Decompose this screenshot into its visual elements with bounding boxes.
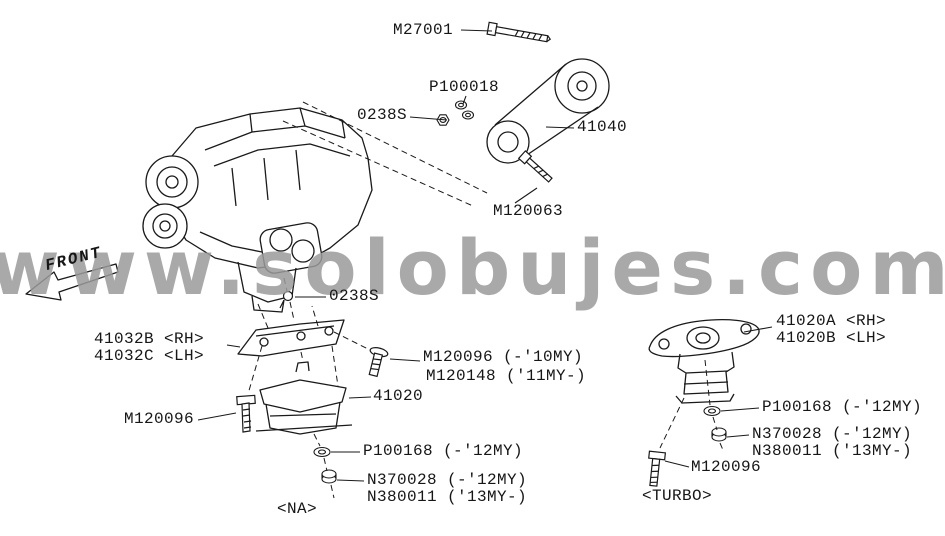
washer-p100168-na-drawing (313, 446, 331, 458)
nut-n370028-turbo-drawing (711, 427, 727, 442)
label-p100168-turbo: P100168 (-'12MY) (762, 398, 923, 416)
assembly-guide-lines (247, 101, 724, 499)
washer-p100018-drawing (454, 100, 475, 120)
label-p100168-na: P100168 (-'12MY) (363, 442, 524, 460)
bolt-m120096-na-drawing (236, 394, 256, 433)
mount-41020-drawing (255, 361, 353, 435)
label-n380011-na: N380011 ('13MY-) (367, 488, 528, 506)
label-n380011-turbo: N380011 ('13MY-) (752, 442, 913, 460)
label-41032c-lh: 41032C <LH> (94, 347, 205, 365)
label-m120063: M120063 (493, 202, 564, 220)
label-n370028-turbo: N370028 (-'12MY) (752, 425, 913, 443)
bracket-41032-drawing (237, 319, 345, 357)
label-41032b-rh: 41032B <RH> (94, 330, 205, 348)
label-41020a-rh: 41020A <RH> (776, 312, 887, 330)
bolt-m120063-drawing (517, 150, 553, 183)
label-41040: 41040 (577, 118, 628, 136)
bolt-m27001-drawing (486, 21, 552, 43)
mount-41020a-turbo-drawing (648, 319, 760, 404)
label-m27001: M27001 (393, 21, 454, 39)
leader-lines (197, 29, 773, 482)
label-0238s-upper: 0238S (357, 106, 408, 124)
stud-0238s-lower-drawing (279, 290, 294, 309)
torque-rod-41040-drawing (486, 58, 610, 164)
label-0238s-lower: 0238S (329, 287, 380, 305)
nut-n370028-na-drawing (321, 469, 337, 484)
label-41020b-lh: 41020B <LH> (776, 329, 887, 347)
engine-assembly (142, 107, 373, 313)
label-turbo-caption: <TURBO> (642, 487, 713, 505)
bolt-m120096-early-drawing (368, 347, 389, 378)
label-p100018: P100018 (429, 78, 500, 96)
front-arrow (25, 263, 119, 301)
label-na-caption: <NA> (277, 500, 318, 518)
bolt-m120096-turbo-drawing (648, 450, 667, 487)
label-m120148-late: M120148 ('11MY-) (426, 367, 587, 385)
label-m120096-early: M120096 (-'10MY) (423, 348, 584, 366)
label-n370028-na: N370028 (-'12MY) (367, 471, 528, 489)
label-41020: 41020 (373, 387, 424, 405)
label-m120096-na: M120096 (124, 410, 195, 428)
washer-p100168-turbo-drawing (703, 405, 721, 417)
label-m120096-turbo: M120096 (691, 458, 762, 476)
